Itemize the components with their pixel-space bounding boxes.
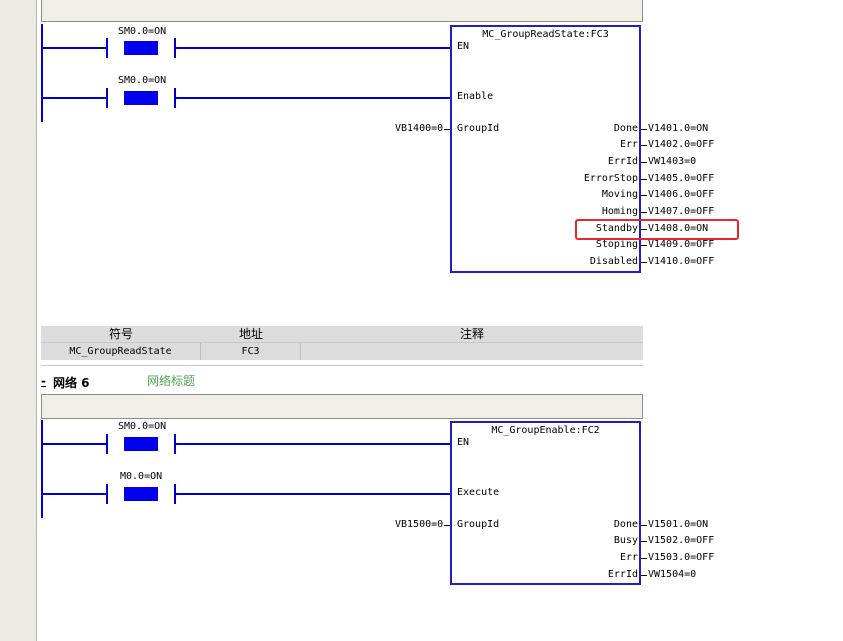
out-stub (641, 558, 647, 559)
block-title: MC_GroupEnable:FC2 (491, 425, 600, 436)
out-stub (641, 195, 647, 196)
header-symbol: 符号 (41, 326, 201, 343)
network-comment[interactable]: 网络标题 (147, 374, 196, 388)
pin-enable: Enable (457, 91, 494, 102)
output-value: V1501.0=ON (648, 519, 709, 530)
pin-en: EN (457, 41, 470, 52)
pin-done: Done (613, 519, 638, 530)
contact-label: M0.0=ON (120, 471, 163, 482)
out-stub (641, 262, 647, 263)
left-gutter (0, 0, 36, 641)
collapse-toggle[interactable]: - (41, 374, 46, 388)
out-stub (641, 179, 647, 180)
out-stub (641, 245, 647, 246)
contact-m00[interactable] (124, 487, 158, 501)
pin-groupid: GroupId (457, 123, 500, 134)
symbol-table: 符号 地址 注释 MC_GroupReadState FC3 (41, 326, 643, 362)
pin-errid: ErrId (607, 156, 638, 167)
pin-stub (444, 129, 450, 130)
header-address: 地址 (201, 326, 301, 343)
out-stub (641, 212, 647, 213)
contact-left-bar (106, 38, 108, 58)
out-stub (641, 541, 647, 542)
pin-groupid: GroupId (457, 519, 500, 530)
output-value: V1406.0=OFF (648, 189, 715, 200)
output-value: VW1504=0 (648, 569, 697, 580)
contact-left-bar (106, 434, 108, 454)
standby-highlight-box (575, 219, 739, 240)
pin-stoping: Stoping (595, 239, 638, 250)
pin-moving: Moving (601, 189, 638, 200)
cell-symbol[interactable]: MC_GroupReadState (41, 343, 201, 360)
out-stub (641, 525, 647, 526)
contact-label: SM0.0=ON (118, 75, 167, 86)
pin-err: Err (619, 139, 638, 150)
output-value: V1410.0=OFF (648, 256, 715, 267)
contact-sm00-2[interactable] (124, 91, 158, 105)
wire (174, 97, 452, 99)
cell-address[interactable]: FC3 (201, 343, 301, 360)
block-title: MC_GroupReadState:FC3 (482, 29, 609, 40)
output-value: V1402.0=OFF (648, 139, 715, 150)
pin-errorstop: ErrorStop (583, 173, 638, 184)
contact-label: SM0.0=ON (118, 421, 167, 432)
power-rail-6 (41, 420, 43, 518)
cell-comment[interactable] (301, 343, 643, 360)
output-value: V1405.0=OFF (648, 173, 715, 184)
wire (41, 97, 108, 99)
out-stub (641, 162, 647, 163)
wire (41, 443, 108, 445)
contact-left-bar (106, 484, 108, 504)
pin-err: Err (619, 552, 638, 563)
wire (41, 493, 108, 495)
out-stub (641, 145, 647, 146)
contact-sm00-1[interactable] (124, 41, 158, 55)
pin-busy: Busy (613, 535, 638, 546)
output-value: V1407.0=OFF (648, 206, 715, 217)
out-stub (641, 229, 647, 230)
out-stub (641, 575, 647, 576)
pin-stub (444, 525, 450, 526)
input-value: VB1500=0 (395, 519, 444, 530)
out-stub (641, 129, 647, 130)
gutter-divider (36, 0, 37, 641)
output-value: V1503.0=OFF (648, 552, 715, 563)
wire (41, 47, 108, 49)
output-value: V1409.0=OFF (648, 239, 715, 250)
pin-disabled: Disabled (589, 256, 638, 267)
pin-errid: ErrId (607, 569, 638, 580)
network-title: 网络 6 (53, 376, 90, 390)
wire (174, 443, 452, 445)
network-comment-area-5[interactable] (41, 0, 643, 22)
power-rail-5 (41, 24, 43, 122)
function-block-fc3[interactable] (450, 25, 641, 273)
network-comment-area-6[interactable] (41, 394, 643, 419)
pin-execute: Execute (457, 487, 500, 498)
pin-en: EN (457, 437, 470, 448)
wire (174, 47, 452, 49)
pin-done: Done (613, 123, 638, 134)
input-value: VB1400=0 (395, 123, 444, 134)
contact-left-bar (106, 88, 108, 108)
function-block-fc2[interactable] (450, 421, 641, 585)
output-value-standby: V1408.0=ON (648, 223, 709, 234)
contact-sm00-3[interactable] (124, 437, 158, 451)
wire (174, 493, 452, 495)
header-comment: 注释 (301, 326, 643, 343)
pin-homing: Homing (601, 206, 638, 217)
pin-standby: Standby (595, 223, 638, 234)
divider (41, 365, 643, 366)
output-value: VW1403=0 (648, 156, 697, 167)
output-value: V1502.0=OFF (648, 535, 715, 546)
contact-label: SM0.0=ON (118, 26, 167, 37)
output-value: V1401.0=ON (648, 123, 709, 134)
